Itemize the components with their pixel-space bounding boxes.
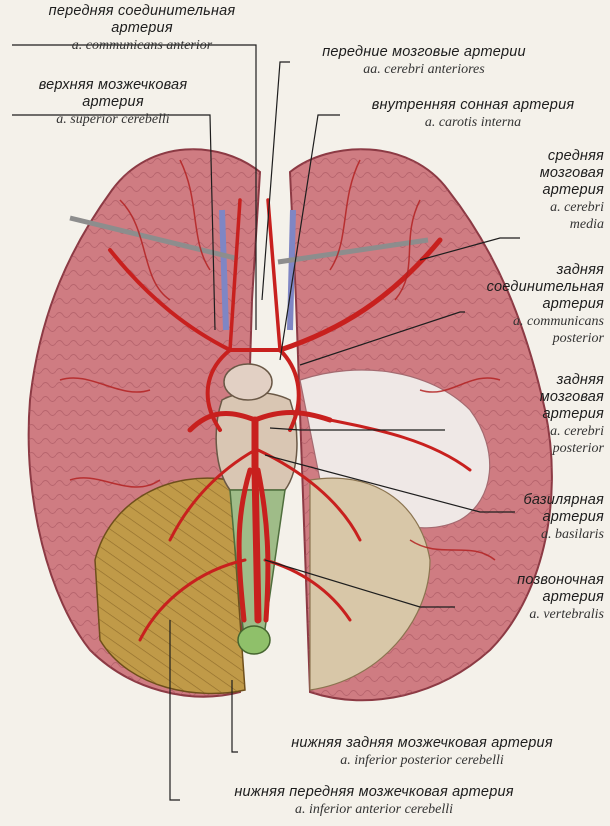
label-inferior-anterior-cerebelli: нижняя передняя мозжечковая артерия a. i… (180, 784, 568, 818)
label-vertebralis: позвоночная артерия a. vertebralis (440, 572, 604, 623)
label-ru: верхняя мозжечковая артерия (8, 77, 218, 111)
mammillary-bodies (224, 364, 272, 400)
label-la: a. vertebralis (440, 606, 604, 623)
medulla-end (238, 626, 270, 654)
label-la: a. communicans posterior (430, 313, 604, 347)
label-ru: передние мозговые артерии (290, 44, 558, 61)
label-ru: позвоночная артерия (440, 572, 604, 606)
label-ru: нижняя задняя мозжечковая артерия (238, 735, 606, 752)
label-ru: нижняя передняя мозжечковая артерия (180, 784, 568, 801)
olfactory-right (290, 210, 293, 330)
label-la: a. basilaris (470, 526, 604, 543)
label-la: a. inferior posterior cerebelli (238, 752, 606, 769)
label-la: a. communicans anterior (8, 37, 276, 54)
label-superior-cerebelli: верхняя мозжечковая артерия a. superior … (8, 77, 218, 128)
label-la: aa. cerebri anteriores (290, 61, 558, 78)
label-la: a. carotis interna (340, 114, 606, 131)
label-la: a. superior cerebelli (8, 111, 218, 128)
label-la: a. inferior anterior cerebelli (180, 801, 568, 818)
label-ru: передняя соединительная артерия (8, 3, 276, 37)
label-cerebri-posterior: задняя мозговая артерия a. cerebri poste… (460, 372, 604, 457)
label-carotis-interna: внутренняя сонная артерия a. carotis int… (340, 97, 606, 131)
label-cerebri-anteriores: передние мозговые артерии aa. cerebri an… (290, 44, 558, 78)
label-ru: задняя соединительная артерия (430, 262, 604, 313)
label-ru: базилярная артерия (470, 492, 604, 526)
label-communicans-posterior: задняя соединительная артерия a. communi… (430, 262, 604, 347)
label-inferior-posterior-cerebelli: нижняя задняя мозжечковая артерия a. inf… (238, 735, 606, 769)
label-basilaris: базилярная артерия a. basilaris (470, 492, 604, 543)
label-ru: задняя мозговая артерия (460, 372, 604, 423)
label-cerebri-media: средняя мозговая артерия a. cerebri medi… (470, 148, 604, 233)
label-la: a. cerebri media (470, 199, 604, 233)
label-communicans-anterior: передняя соединительная артерия a. commu… (8, 3, 276, 54)
olfactory-left (222, 210, 226, 330)
label-ru: средняя мозговая артерия (470, 148, 604, 199)
label-ru: внутренняя сонная артерия (340, 97, 606, 114)
label-la: a. cerebri posterior (460, 423, 604, 457)
